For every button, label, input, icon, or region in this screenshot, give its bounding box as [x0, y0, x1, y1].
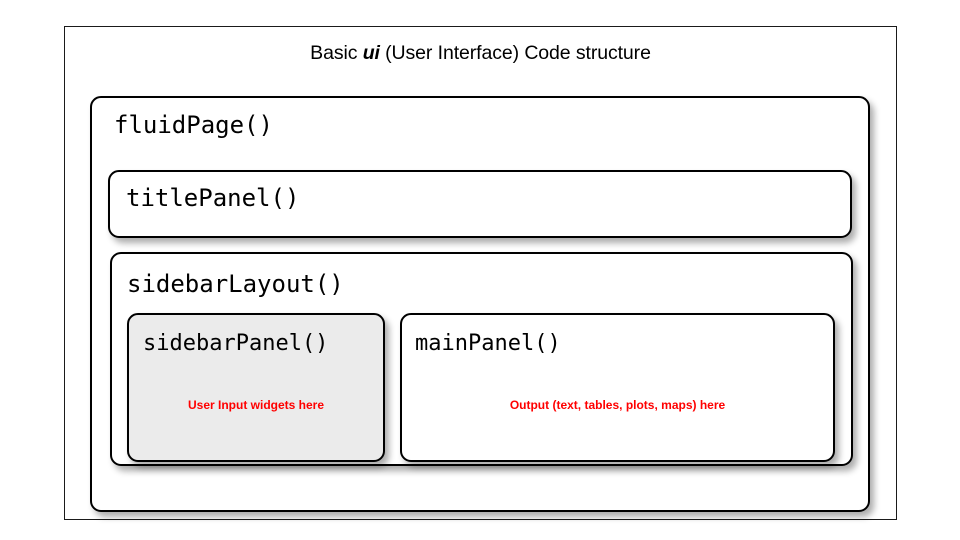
box-label-title-panel: titlePanel() [126, 184, 300, 212]
box-label-fluid-page: fluidPage() [114, 111, 273, 139]
box-label-sidebar-layout: sidebarLayout() [127, 270, 344, 298]
diagram-title-prefix: Basic [310, 42, 363, 64]
diagram-title: Basic ui (User Interface) Code structure [64, 42, 897, 65]
annotation-sidebar-panel: User Input widgets here [187, 398, 325, 412]
annotation-main-panel: Output (text, tables, plots, maps) here [509, 398, 726, 412]
box-main-panel: mainPanel() Output (text, tables, plots,… [400, 313, 835, 462]
box-title-panel: titlePanel() [108, 170, 852, 238]
box-label-sidebar-panel: sidebarPanel() [143, 331, 329, 356]
diagram-title-emphasis: ui [362, 42, 380, 64]
diagram-title-suffix: (User Interface) Code structure [379, 42, 651, 64]
box-sidebar-panel: sidebarPanel() User Input widgets here [127, 313, 385, 462]
box-label-main-panel: mainPanel() [415, 331, 561, 356]
